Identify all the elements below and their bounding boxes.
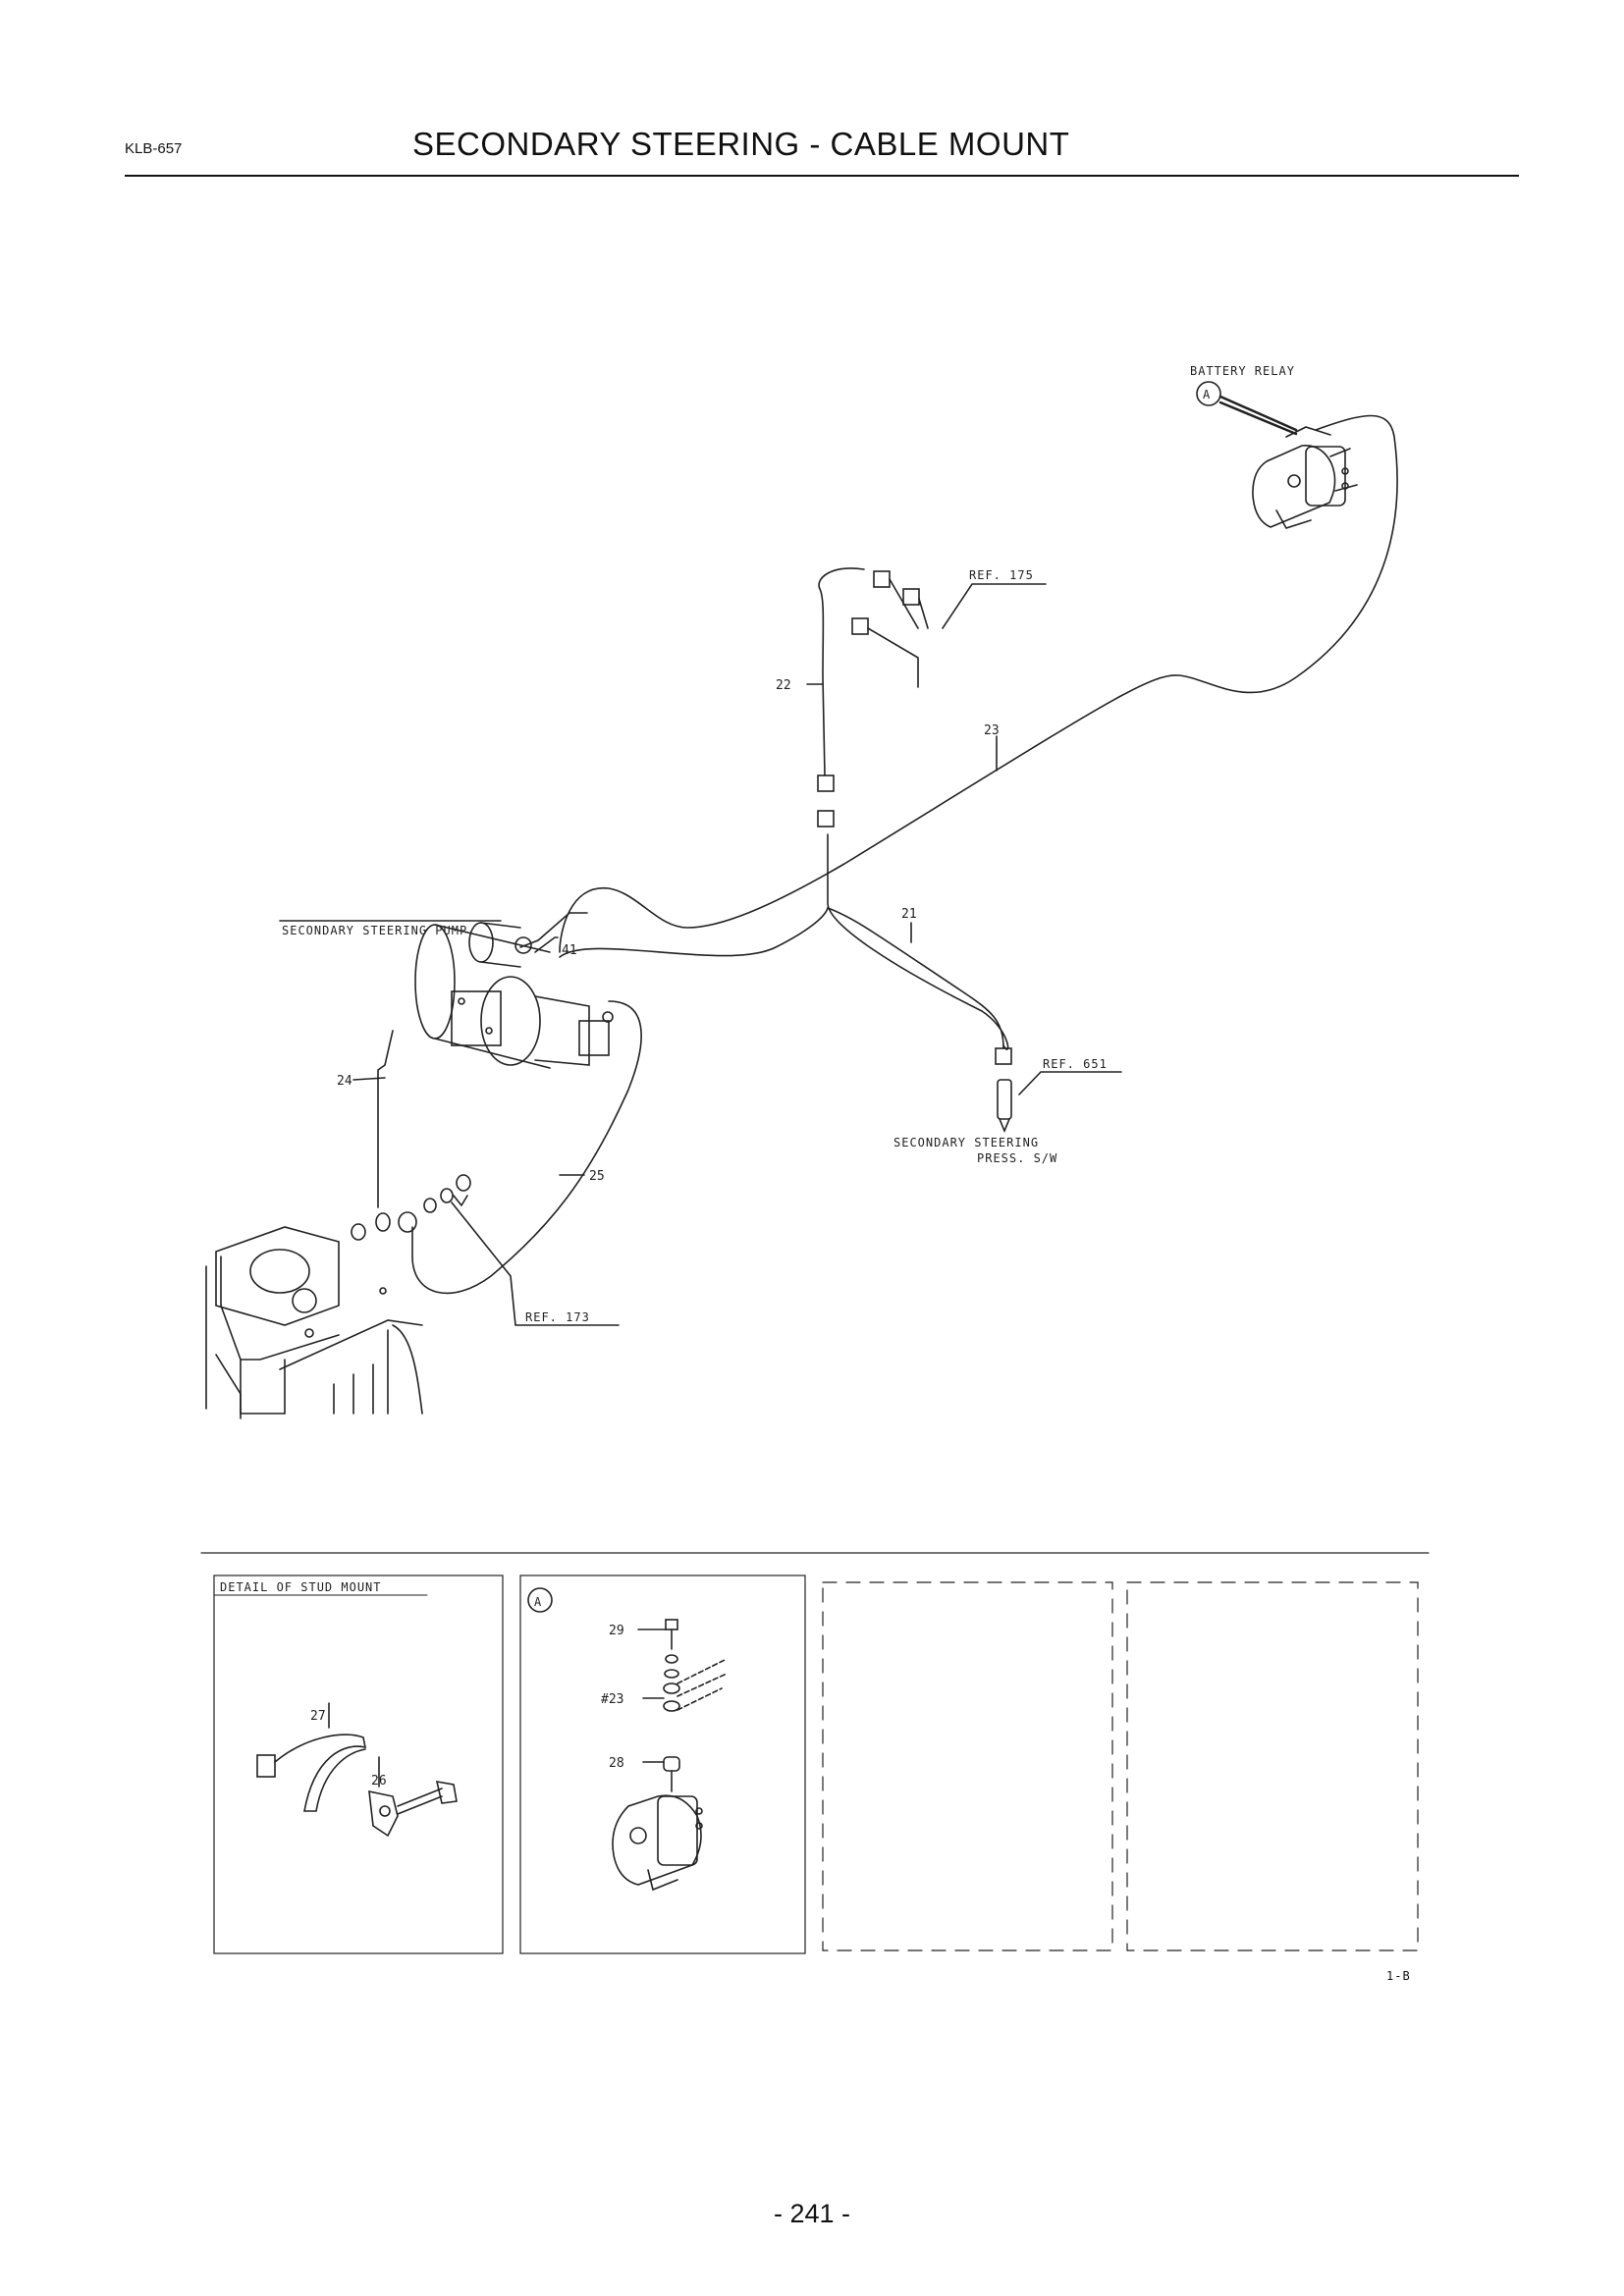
callout-a-arrow [1196, 381, 1298, 436]
cable-25 [411, 1000, 642, 1295]
stud-mount-detail [256, 1702, 458, 1838]
leader-24 [352, 1077, 386, 1081]
part-number-21: 21 [901, 907, 917, 922]
page-number: - 241 - [773, 2199, 851, 2228]
pressure-switch-part [995, 1047, 1122, 1134]
cable-24 [377, 1030, 394, 1208]
part-number-27: 27 [310, 1709, 326, 1724]
part-number-41: 41 [562, 943, 577, 958]
detail-callout-a-letter: A [534, 1595, 542, 1609]
ref-175-label: REF. 175 [969, 568, 1034, 582]
part-number-22: 22 [776, 678, 791, 693]
panel-callout-a [519, 1575, 806, 1954]
part-number-25: 25 [589, 1169, 605, 1184]
ref-651-label: REF. 651 [1043, 1057, 1108, 1071]
pump-cable [559, 907, 829, 958]
part-number-23-detail: #23 [601, 1692, 623, 1707]
panel-stud-mount [213, 1575, 504, 1954]
press-switch-label-line2: PRESS. S/W [977, 1151, 1057, 1165]
stud-hardware-stack [351, 1174, 620, 1326]
trunk-connector-top [817, 774, 835, 792]
battery-relay-label: BATTERY RELAY [1190, 364, 1295, 378]
detail-stud-mount-label: DETAIL OF STUD MOUNT [220, 1580, 382, 1594]
frame-bracket [205, 1226, 423, 1419]
secondary-steering-pump-part [414, 912, 614, 1069]
leader-41 [534, 936, 559, 953]
battery-relay-part [1252, 426, 1358, 529]
page-title: SECONDARY STEERING - CABLE MOUNT [412, 126, 1070, 162]
cable-23 [559, 414, 1398, 953]
ref-175-connectors [851, 570, 1047, 688]
callout-a-detail [527, 1587, 728, 1892]
cable-21 [827, 907, 1004, 1049]
callout-a-letter: A [1203, 388, 1211, 401]
part-number-23: 23 [984, 723, 1000, 738]
part-number-29: 29 [609, 1624, 624, 1638]
panel-empty-2 [1126, 1581, 1419, 1951]
header-rule [125, 175, 1519, 177]
pump-label: SECONDARY STEERING PUMP [282, 924, 467, 937]
part-number-28: 28 [609, 1756, 624, 1771]
press-switch-label-line1: SECONDARY STEERING [893, 1136, 1039, 1149]
sheet-code: 1-B [1386, 1969, 1411, 1983]
panel-empty-1 [822, 1581, 1113, 1951]
document-code: KLB-657 [125, 140, 183, 157]
part-number-26: 26 [371, 1774, 387, 1789]
cable-22 [818, 567, 1009, 1050]
part-number-24: 24 [337, 1074, 352, 1089]
ref-173-label: REF. 173 [525, 1310, 590, 1324]
trunk-connector-bottom [817, 810, 835, 828]
